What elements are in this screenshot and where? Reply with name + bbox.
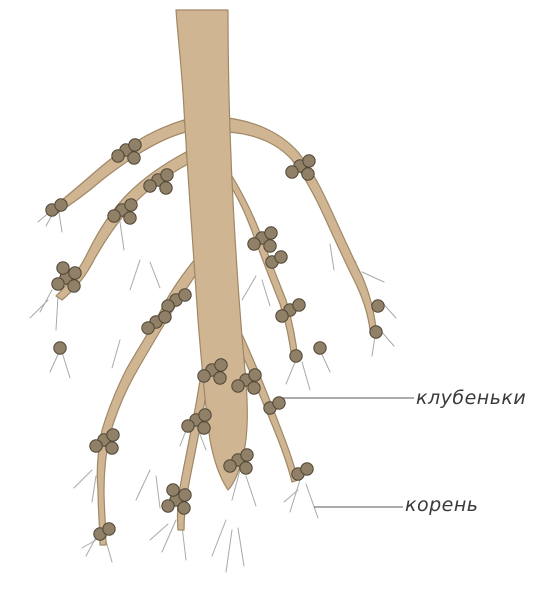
nodule xyxy=(162,500,174,512)
nodule xyxy=(52,278,64,290)
nodule xyxy=(273,397,285,409)
nodule xyxy=(68,280,80,292)
nodule xyxy=(106,442,118,454)
nodule xyxy=(302,168,314,180)
nodule xyxy=(214,372,226,384)
root-label: корень xyxy=(405,494,478,516)
nodule xyxy=(224,460,236,472)
nodules-label: клубеньки xyxy=(416,387,526,409)
nodule xyxy=(90,440,102,452)
nodule xyxy=(240,462,252,474)
nodule xyxy=(249,369,261,381)
nodule xyxy=(241,449,253,461)
nodule xyxy=(128,152,140,164)
nodule xyxy=(162,300,174,312)
nodule xyxy=(112,150,124,162)
nodule xyxy=(182,420,194,432)
nodule xyxy=(248,238,260,250)
nodule xyxy=(199,409,211,421)
nodule xyxy=(167,484,179,496)
nodule xyxy=(264,240,276,252)
nodule xyxy=(142,322,154,334)
nodule xyxy=(54,342,66,354)
nodule xyxy=(232,380,244,392)
nodule xyxy=(55,199,67,211)
nodule xyxy=(265,227,277,239)
nodule xyxy=(69,267,81,279)
nodule xyxy=(301,463,313,475)
nodule xyxy=(108,210,120,222)
nodule xyxy=(179,289,191,301)
nodule xyxy=(178,502,190,514)
nodule xyxy=(286,166,298,178)
nodule xyxy=(276,310,288,322)
root-system xyxy=(52,10,376,545)
nodule xyxy=(57,262,69,274)
nodule xyxy=(293,299,305,311)
nodule xyxy=(144,180,156,192)
nodule xyxy=(303,155,315,167)
main-taproot xyxy=(176,10,247,490)
nodule xyxy=(372,300,384,312)
nodule xyxy=(107,429,119,441)
nodule xyxy=(198,370,210,382)
nodule xyxy=(314,342,326,354)
nodule xyxy=(248,382,260,394)
nodule xyxy=(159,311,171,323)
nodule xyxy=(125,199,137,211)
nodule xyxy=(103,523,115,535)
nodule xyxy=(179,489,191,501)
nodule xyxy=(161,169,173,181)
nodule xyxy=(129,139,141,151)
nodule xyxy=(198,422,210,434)
nodule xyxy=(275,251,287,263)
nodule xyxy=(160,182,172,194)
nodule xyxy=(215,359,227,371)
nodule xyxy=(370,326,382,338)
nodule xyxy=(124,212,136,224)
nodule xyxy=(290,350,302,362)
